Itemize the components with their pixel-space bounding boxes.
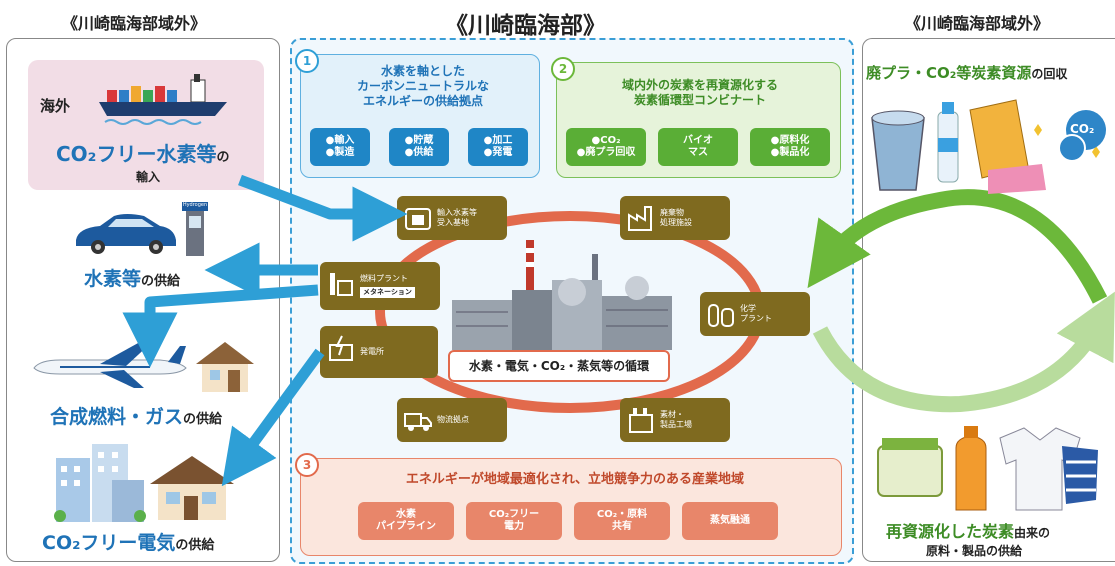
header-left: 《川崎臨海部域外》	[62, 14, 207, 33]
recycled-carbon-label: 再資源化した炭素由来の	[886, 518, 1050, 542]
fuel-supply-suffix: の供給	[183, 412, 223, 427]
facility-waste-plant: 廃棄物 処理施設	[620, 196, 730, 240]
hydrogen-supply-main: 水素等	[84, 268, 142, 290]
co2-bubble-label: CO₂	[1070, 122, 1095, 136]
box1-title: 水素を軸とした カーボンニュートラルな エネルギーの供給拠点	[356, 64, 489, 108]
fuel-supply-label: 合成燃料・ガスの供給	[50, 402, 222, 429]
facility-power-plant-label: 発電所	[360, 346, 384, 356]
carbon-recovery-arrow	[807, 189, 1108, 304]
car-icon	[76, 214, 176, 254]
fuel-supply-arrow	[122, 284, 319, 368]
box1-number: 1	[295, 49, 319, 73]
right-panel	[862, 38, 1115, 562]
house-icon	[196, 342, 254, 392]
left-panel	[6, 38, 280, 562]
industrial-plant-illustration	[452, 240, 672, 350]
power-supply-suffix: の供給	[175, 538, 215, 553]
fuel-supply-main: 合成燃料・ガス	[50, 406, 184, 428]
large-house-icon	[150, 456, 234, 520]
box3-chip-steam: 蒸気融通	[682, 502, 778, 540]
facility-fuel-plant: 燃料プラント メタネーション	[320, 262, 440, 310]
hydrogen-supply-suffix: の供給	[141, 274, 181, 289]
recycled-carbon-line2: 原料・製品の供給	[926, 544, 1023, 558]
cycle-label: 水素・電気・CO₂・蒸気等の循環	[468, 358, 650, 373]
header-right: 《川崎臨海部域外》	[905, 14, 1050, 33]
import-title-suffix: の	[216, 150, 230, 165]
power-supply-label: CO₂フリー電気の供給	[42, 528, 214, 555]
facility-logistics: 物流拠点	[397, 398, 507, 442]
power-supply-arrow	[221, 348, 325, 487]
import-subtitle: 輸入	[136, 170, 161, 184]
box1-chip-process: ●加工 ●発電	[468, 128, 528, 166]
hydrogen-station-icon	[182, 202, 208, 256]
fuel-plant-icon	[330, 273, 353, 296]
co2-bubble-icon	[1058, 110, 1106, 162]
recycled-carbon-main: 再資源化した炭素	[886, 522, 1015, 541]
carbon-supply-arrow	[812, 291, 1115, 413]
header-center: 《川崎臨海部》	[445, 13, 606, 39]
facility-fuel-plant-labels: 燃料プラント メタネーション	[360, 262, 436, 310]
office-buildings-icon	[54, 444, 146, 522]
overseas-label: 海外	[40, 97, 71, 115]
facility-materials-factory: 素材・ 製品工場	[620, 398, 730, 442]
facility-fuel-plant-label: 燃料プラント	[360, 274, 408, 284]
materials-factory-icon	[629, 408, 653, 433]
power-supply-main: CO₂フリー電気	[42, 532, 176, 554]
recycled-products-icon	[877, 426, 1098, 511]
box2-chip-material: ●原料化 ●製品化	[750, 128, 830, 166]
box1-chip-storage: ●貯蔵 ●供給	[389, 128, 449, 166]
facility-power-plant: 発電所	[320, 326, 438, 378]
import-title-main: CO₂フリー水素等	[56, 142, 217, 166]
hydrogen-supply-label: 水素等の供給	[84, 264, 180, 291]
facility-chemical-plant: 化学 プラント	[700, 292, 810, 336]
carbon-collect-suffix: の回収	[1031, 67, 1068, 81]
carbon-collect-label: 廃プラ・CO₂等炭素資源の回収	[866, 62, 1067, 83]
facility-import-base-label: 輸入水素等 受入基地	[437, 207, 477, 227]
box3-chip-co2-share: CO₂・原料 共有	[574, 502, 670, 540]
import-title: CO₂フリー水素等の	[56, 138, 229, 167]
facility-import-base: 輸入水素等 受入基地	[397, 196, 507, 240]
box2-chip-biomass: バイオ マス	[658, 128, 738, 166]
facility-chemical-plant-label: 化学 プラント	[740, 303, 772, 323]
box2-number: 2	[551, 57, 575, 81]
facility-waste-plant-label: 廃棄物 処理施設	[660, 207, 692, 227]
methanation-tag: メタネーション	[360, 286, 415, 298]
power-plant-icon	[329, 335, 353, 361]
truck-icon	[404, 413, 432, 431]
box3-chip-pipeline: 水素 パイプライン	[358, 502, 454, 540]
import-box	[28, 60, 264, 190]
box3-title: エネルギーが地域最適化され、立地競争力のある産業地域	[405, 472, 745, 487]
box1-chip-import: ●輸入 ●製造	[310, 128, 370, 166]
import-arrow	[238, 174, 408, 242]
station-label: Hydrogen	[182, 202, 208, 208]
box2-chip-co2: ●CO₂ ●廃プラ回収	[566, 128, 646, 166]
box3-chip-power: CO₂フリー 電力	[466, 502, 562, 540]
waste-plastics-icon	[871, 99, 1100, 194]
carbon-collect-main: 廃プラ・CO₂等炭素資源	[866, 64, 1032, 82]
factory-icon	[628, 206, 652, 231]
cycle-label-box	[448, 350, 670, 382]
facility-logistics-label: 物流拠点	[437, 414, 469, 424]
facility-materials-factory-label: 素材・ 製品工場	[660, 409, 692, 429]
cargo-ship-icon	[99, 74, 227, 125]
box3-number: 3	[295, 453, 319, 477]
chemical-tank-icon	[708, 304, 734, 327]
box2-title: 域内外の炭素を再資源化する 炭素循環型コンビナート	[621, 78, 778, 107]
recycled-carbon-suffix: 由来の	[1014, 526, 1051, 540]
